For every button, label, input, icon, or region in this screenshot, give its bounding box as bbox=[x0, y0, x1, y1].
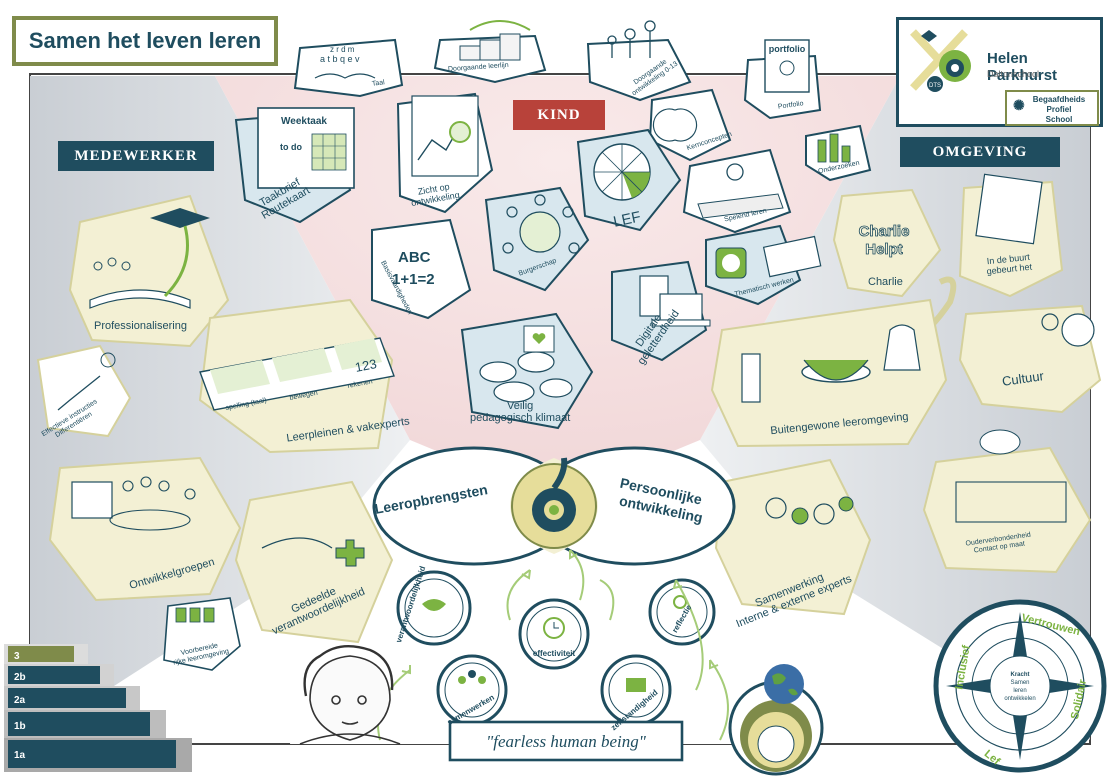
tile-cultuur bbox=[958, 304, 1102, 414]
tile-zicht bbox=[396, 92, 494, 214]
step-1b: 1b bbox=[14, 721, 26, 732]
page-title: Samen het leven leren bbox=[28, 28, 262, 53]
tile-leerpleinen bbox=[198, 298, 395, 454]
sketch-portfolio: portfolio bbox=[769, 44, 806, 54]
logo-name: Helen Parkhurst bbox=[987, 50, 1058, 84]
banner-kind-text: KIND bbox=[537, 106, 581, 123]
tile-doorgaande-ontwikkeling bbox=[586, 20, 692, 102]
begaafdheids-badge: ✺ Begaafdheids Profiel School bbox=[1005, 90, 1099, 126]
tile-portfolio bbox=[743, 39, 822, 120]
sketch-weektaak: Weektaak bbox=[281, 116, 327, 127]
step-2a: 2a bbox=[14, 695, 26, 706]
tile-professionalisering bbox=[68, 194, 230, 348]
tile-buurt bbox=[958, 173, 1064, 298]
badge-line-1: Begaafdheids bbox=[1032, 95, 1086, 104]
tile-gedeelde bbox=[234, 480, 394, 644]
tile-taakbrief bbox=[234, 107, 355, 224]
tile-lef bbox=[576, 128, 682, 232]
banner-kind: KIND bbox=[513, 100, 605, 130]
label-lef: LEF bbox=[612, 208, 642, 230]
tile-onderzoeken bbox=[805, 124, 872, 182]
title-box: Samen het leven leren bbox=[12, 16, 278, 66]
sketch-sum: 1+1=2 bbox=[392, 271, 435, 288]
tile-burgerschap bbox=[484, 186, 590, 292]
tile-spelend-leren bbox=[682, 148, 792, 234]
tile-ontwikkelgroepen bbox=[48, 456, 242, 602]
tile-veilig bbox=[460, 312, 594, 430]
tile-thematisch bbox=[705, 224, 822, 306]
sketch-charlie: Charlie bbox=[859, 223, 910, 240]
value-label-effectiviteit: effectiviteit bbox=[533, 649, 576, 658]
value-samenwerken bbox=[436, 654, 508, 726]
label-charlie: Charlie bbox=[868, 276, 903, 288]
tile-ouderverbondenheid bbox=[922, 429, 1092, 574]
svg-text:z r d m: z r d m bbox=[330, 45, 355, 54]
tile-taal: a t b q e v z r d m bbox=[293, 38, 404, 98]
svg-text:a t b q e v: a t b q e v bbox=[320, 54, 360, 64]
value-verantwoordelijkheid bbox=[396, 570, 472, 646]
svg-text:DTS: DTS bbox=[929, 83, 941, 89]
quote-text: "fearless human being" bbox=[486, 732, 647, 751]
compass-center-1: Kracht bbox=[1010, 672, 1029, 678]
compass-center-4: ontwikkelen bbox=[1004, 696, 1035, 702]
step-3: 3 bbox=[14, 651, 20, 662]
sketch-to-do: to do bbox=[280, 142, 302, 152]
badge-line-2: Profiel bbox=[1046, 105, 1072, 114]
compass bbox=[933, 599, 1107, 773]
globe-layers bbox=[728, 664, 824, 776]
network-icon: ✺ bbox=[1013, 97, 1025, 113]
step-2b: 2b bbox=[14, 672, 26, 683]
tile-effectieve bbox=[36, 344, 132, 438]
tile-basisvaardigheden bbox=[371, 218, 472, 320]
banner-omgeving: OMGEVING bbox=[900, 137, 1060, 167]
tile-digitale bbox=[611, 260, 711, 362]
compass-center-2: Samen bbox=[1010, 680, 1029, 686]
sketch-abc: ABC bbox=[398, 249, 431, 266]
tile-buitengewone bbox=[710, 298, 948, 448]
quote-box bbox=[448, 720, 684, 762]
label-veilig-1: Veilig bbox=[507, 400, 534, 412]
tile-doorgaande-leerlijn bbox=[433, 20, 547, 84]
compass-center-3: leren bbox=[1013, 688, 1026, 694]
label-professionalisering: Professionalisering bbox=[94, 320, 187, 332]
banner-omgeving-text: OMGEVING bbox=[932, 143, 1028, 160]
label-veilig: Veilig pedagogisch klimaat bbox=[470, 400, 570, 424]
logo-box: DTS Helen Parkhurst Daltonschool ✺ Begaa… bbox=[896, 17, 1103, 127]
value-effectiviteit bbox=[518, 598, 590, 670]
sketch-helpt: Helpt bbox=[865, 241, 903, 258]
badge-line-3: School bbox=[1045, 115, 1073, 124]
logo-mark-icon: DTS bbox=[910, 29, 971, 92]
stairs bbox=[4, 644, 192, 772]
banner-medewerker: MEDEWERKER bbox=[58, 141, 214, 171]
label-veilig-2: pedagogisch klimaat bbox=[470, 412, 571, 424]
portrait-helen-parkhurst bbox=[299, 644, 401, 745]
banner-medewerker-text: MEDEWERKER bbox=[74, 147, 198, 164]
logo-subtitle: Daltonschool bbox=[987, 69, 1040, 79]
tile-voorbereide bbox=[163, 597, 241, 671]
sketch-123: 123 bbox=[354, 356, 378, 375]
sketch-tray-3: rekenen bbox=[347, 378, 373, 390]
tile-samenwerking bbox=[714, 458, 872, 616]
step-1a: 1a bbox=[14, 750, 26, 761]
